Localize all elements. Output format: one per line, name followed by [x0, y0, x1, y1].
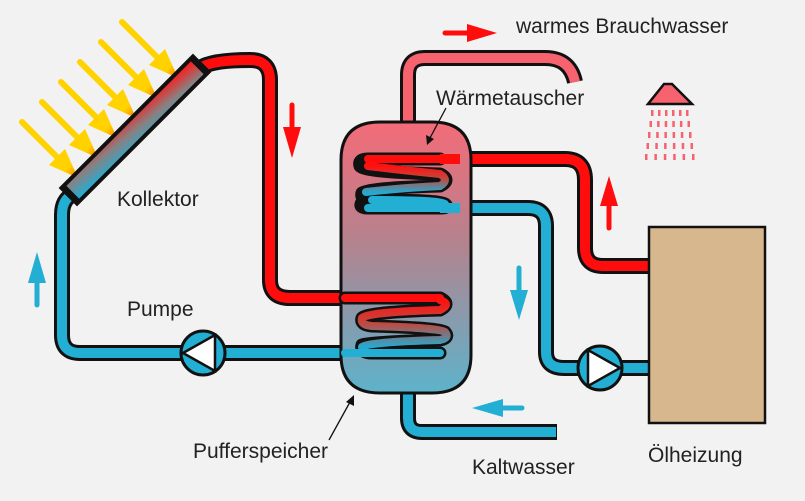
- water-spray-drop: [656, 132, 659, 138]
- water-spray-drop: [654, 154, 657, 160]
- flow-arrow-down-heater: [510, 265, 528, 320]
- sun-rays-icon: [19, 19, 178, 178]
- water-spray-drop: [673, 154, 676, 160]
- cold-water-pipe: [400, 390, 557, 440]
- solar-pump-icon: [179, 329, 227, 377]
- flow-arrow-up-heater: [600, 176, 618, 231]
- sun-ray-arrow: [98, 39, 157, 98]
- water-spray-drop: [679, 110, 682, 116]
- cold-water-label: Kaltwasser: [472, 456, 575, 479]
- sun-ray-arrow: [119, 19, 178, 78]
- flow-arrow-left-coldwater: [472, 399, 525, 417]
- collector-hot-pipe: [195, 52, 360, 306]
- heat-exchanger-pointer: [426, 107, 447, 145]
- oil-heating-label: Ölheizung: [648, 444, 743, 467]
- water-spray-drop: [686, 110, 689, 116]
- solar-collector: [58, 53, 212, 207]
- water-spray-drop: [664, 132, 667, 138]
- water-spray-drop: [648, 132, 651, 138]
- heat-exchanger-label: Wärmetauscher: [436, 87, 584, 110]
- hot-water-label: warmes Brauchwasser: [515, 15, 728, 38]
- water-spray-drop: [646, 143, 649, 149]
- water-spray-drop: [687, 121, 690, 127]
- water-spray-drop: [692, 154, 695, 160]
- water-spray-drop: [672, 143, 676, 149]
- water-spray-drop: [672, 121, 675, 127]
- water-spray-drop: [655, 143, 658, 149]
- water-spray-drop: [664, 143, 667, 149]
- heat-exchanger-upper-coil: [353, 152, 460, 215]
- buffer-tank-label: Pufferspeicher: [193, 440, 328, 463]
- water-spray-drop: [657, 121, 660, 127]
- oil-heater: [647, 225, 767, 425]
- water-spray-drop: [651, 110, 654, 116]
- buffer-tank-pointer: [328, 395, 354, 441]
- water-spray-drop: [681, 143, 685, 149]
- sun-ray-arrow: [39, 99, 98, 158]
- collector-cold-pipe: [54, 187, 360, 361]
- water-spray-drop: [682, 154, 686, 160]
- heater-cold-pipe: [440, 200, 650, 376]
- hot-water-pipe: [400, 50, 583, 130]
- solar-lower-coil: [338, 291, 454, 360]
- water-spray-drop: [672, 110, 675, 116]
- sun-ray-arrow: [58, 79, 117, 138]
- water-spray-drop: [680, 132, 684, 138]
- water-spray-drop: [658, 110, 661, 116]
- water-spray-drop: [665, 110, 668, 116]
- sun-ray-arrow: [19, 119, 78, 178]
- flow-arrow-right-hotwater: [442, 24, 497, 42]
- water-spray-drop: [649, 121, 652, 127]
- water-spray-drop: [679, 121, 683, 127]
- flow-arrow-up-cold: [28, 252, 46, 308]
- water-spray-drop: [690, 143, 693, 149]
- water-spray-drop: [689, 132, 692, 138]
- water-spray-drop: [663, 154, 667, 160]
- water-spray-drop: [645, 154, 648, 160]
- flow-arrow-down-hot: [283, 102, 301, 158]
- water-spray-drop: [672, 132, 676, 138]
- heater-pump-icon: [576, 344, 624, 392]
- shower-head-icon: [645, 82, 696, 160]
- pump-label: Pumpe: [127, 298, 194, 321]
- water-spray-drop: [664, 121, 668, 127]
- collector-label: Kollektor: [117, 188, 199, 211]
- heater-hot-pipe: [440, 151, 650, 274]
- sun-ray-arrow: [77, 59, 136, 118]
